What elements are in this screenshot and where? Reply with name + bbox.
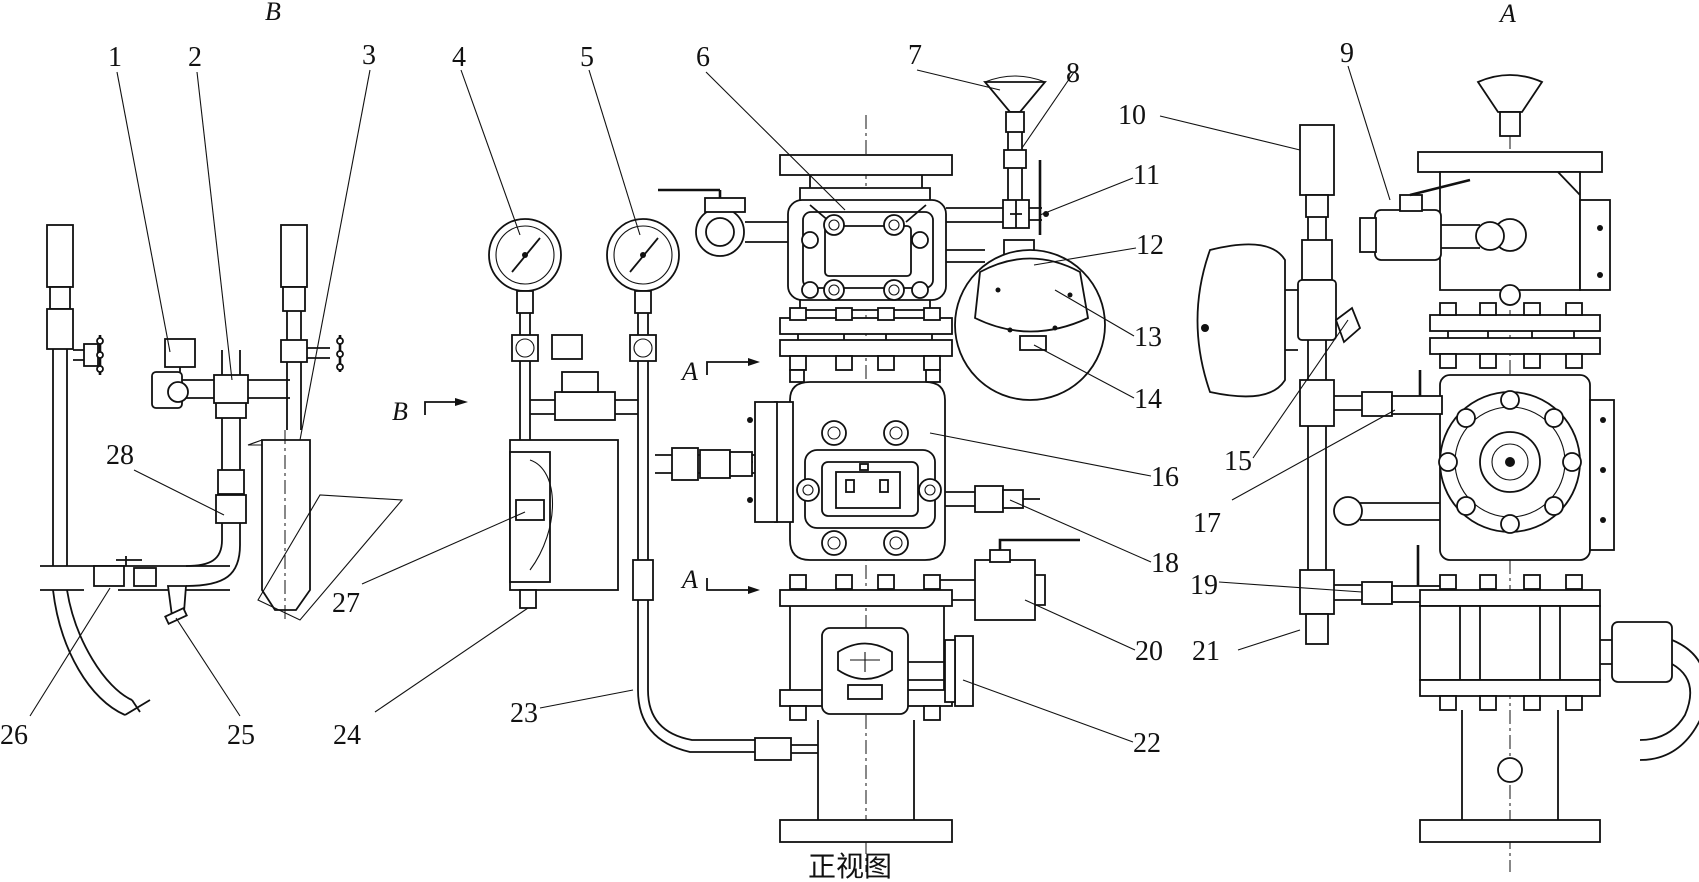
leader-lines	[29, 65, 1396, 743]
callout-17: 17	[1193, 508, 1221, 539]
callout-8: 8	[1066, 58, 1080, 89]
callout-26: 26	[0, 720, 28, 751]
callout-10: 10	[1118, 100, 1146, 131]
callout-20: 20	[1135, 636, 1163, 667]
view-b-drawing	[40, 224, 404, 716]
callout-2: 2	[188, 42, 202, 73]
callout-13: 13	[1134, 322, 1162, 353]
view-label-a-top: A	[1498, 0, 1516, 28]
callout-9: 9	[1340, 38, 1354, 69]
callout-27: 27	[332, 588, 360, 619]
callout-14: 14	[1134, 384, 1162, 415]
callout-18: 18	[1151, 548, 1179, 579]
callout-12: 12	[1136, 230, 1164, 261]
callout-22: 22	[1133, 728, 1161, 759]
callout-7: 7	[908, 40, 922, 71]
callout-5: 5	[580, 42, 594, 73]
callout-11: 11	[1133, 160, 1160, 191]
callout-16: 16	[1151, 462, 1179, 493]
callout-24: 24	[333, 720, 361, 751]
view-caption: 正视图	[808, 851, 892, 882]
section-label-a-lower: A	[680, 565, 698, 594]
callout-3: 3	[362, 40, 376, 71]
front-view-drawing	[424, 75, 1106, 872]
callout-28: 28	[106, 440, 134, 471]
callout-4: 4	[452, 42, 466, 73]
section-label-b: B	[392, 397, 408, 426]
callout-25: 25	[227, 720, 255, 751]
view-a-drawing	[1196, 74, 1699, 872]
callout-15: 15	[1224, 446, 1252, 477]
callout-1: 1	[108, 42, 122, 73]
view-label-b-top: B	[265, 0, 281, 26]
callout-21: 21	[1192, 636, 1220, 667]
callout-19: 19	[1190, 570, 1218, 601]
section-label-a-upper: A	[680, 357, 698, 386]
callout-6: 6	[696, 42, 710, 73]
callout-23: 23	[510, 698, 538, 729]
